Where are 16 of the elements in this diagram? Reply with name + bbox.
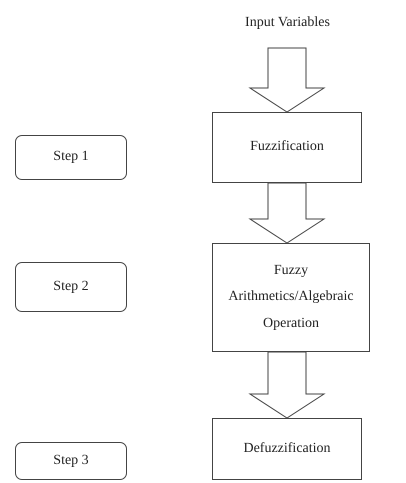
process-box — [212, 243, 370, 352]
node-text: Defuzzification — [243, 440, 331, 458]
node-text: Step 2 — [53, 278, 89, 296]
block-arrow — [248, 48, 326, 113]
node-text: Fuzzification — [250, 138, 324, 156]
node-text: Step 3 — [53, 452, 89, 470]
node-text: Fuzzy Arithmetics/Algebraic Operation — [227, 262, 355, 333]
process-box — [212, 112, 362, 183]
input-label: Input Variables — [245, 14, 330, 32]
node-text: Step 1 — [53, 148, 89, 166]
block-arrow — [248, 182, 326, 244]
step-box — [15, 442, 127, 480]
process-box — [212, 418, 362, 480]
block-arrow — [248, 352, 326, 419]
step-box — [15, 135, 127, 180]
step-box — [15, 262, 127, 312]
